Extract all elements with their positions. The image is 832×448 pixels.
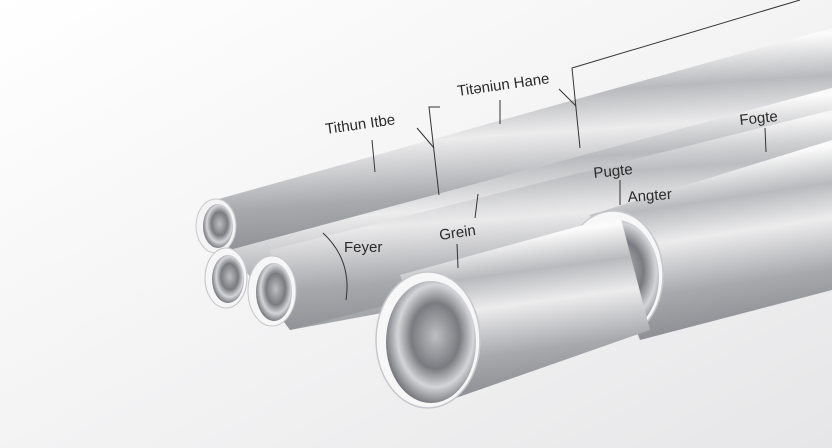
leader-lines (322, 0, 801, 301)
leader-tithun-itbe (371, 139, 376, 173)
label-angter: Angter (627, 186, 672, 206)
label-pugte: Pugte (593, 161, 634, 182)
label-fogte: Fogte (739, 108, 779, 129)
label-grein: Grein (438, 222, 477, 244)
label-feyer: Feyer (344, 239, 382, 256)
tube-top-long (195, 28, 832, 254)
leader-bracket-top (571, 0, 801, 149)
leader-grein-down (456, 243, 459, 269)
leader-bracket-left (428, 106, 440, 196)
leader-fogte (764, 127, 767, 153)
leader-grein-up (474, 193, 479, 219)
leader-diagonal-right (558, 88, 577, 107)
tube-middle-left-small (204, 247, 248, 309)
leader-diagonal-left (416, 127, 435, 149)
leader-feyer-arc (322, 232, 348, 301)
tube-front-large (375, 215, 650, 409)
